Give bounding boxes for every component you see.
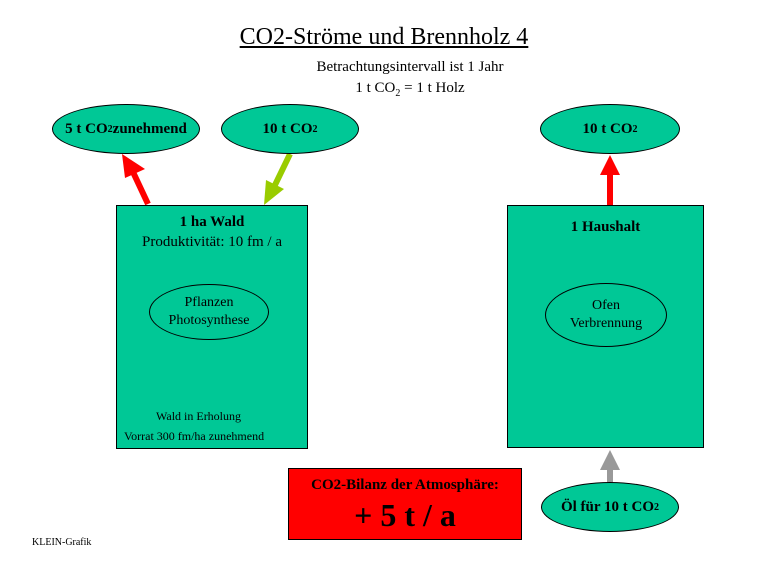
balance-label: CO2-Bilanz der Atmosphäre: — [311, 477, 499, 493]
diagram-title: CO2-Ströme und Brennholz 4 — [239, 24, 529, 50]
process-label-1: Pflanzen — [184, 295, 234, 310]
process-label-2: Photosynthese — [168, 313, 250, 328]
forest-title: 1 ha Wald — [179, 214, 245, 230]
combustion-ellipse: Ofen Verbrennung — [545, 283, 667, 347]
forest-uptake-arrowhead — [264, 180, 284, 205]
forest-emission-arrowhead — [122, 154, 145, 178]
process-label-1: Ofen — [592, 298, 620, 313]
oil-input-arrowhead — [600, 450, 620, 470]
household-box: 1 Haushalt Ofen Verbrennung — [507, 205, 704, 448]
forest-note-1: Wald in Erholung — [156, 409, 242, 423]
household-emission-arrowhead — [600, 155, 620, 175]
process-label-2: Verbrennung — [569, 316, 643, 331]
forest-note-2: Vorrat 300 fm/ha zunehmend — [124, 429, 265, 443]
interval-subtitle: Betrachtungsintervall ist 1 Jahr — [316, 59, 504, 75]
credit-label: KLEIN-Grafik — [32, 537, 92, 548]
co2-balance-box: CO2-Bilanz der Atmosphäre: + 5 t / a — [288, 468, 522, 540]
forest-productivity: Produktivität: 10 fm / a — [142, 234, 282, 250]
household-title: 1 Haushalt — [570, 219, 641, 235]
unit-equation: 1 t CO2 = 1 t Holz — [355, 80, 465, 99]
forest-box: 1 ha Wald Produktivität: 10 fm / a Pflan… — [116, 205, 308, 449]
forest-emission-arrow — [130, 170, 151, 206]
forest-uptake-arrow — [272, 152, 293, 187]
photosynthesis-ellipse: Pflanzen Photosynthese — [149, 284, 269, 340]
balance-value: + 5 t / a — [354, 497, 456, 533]
